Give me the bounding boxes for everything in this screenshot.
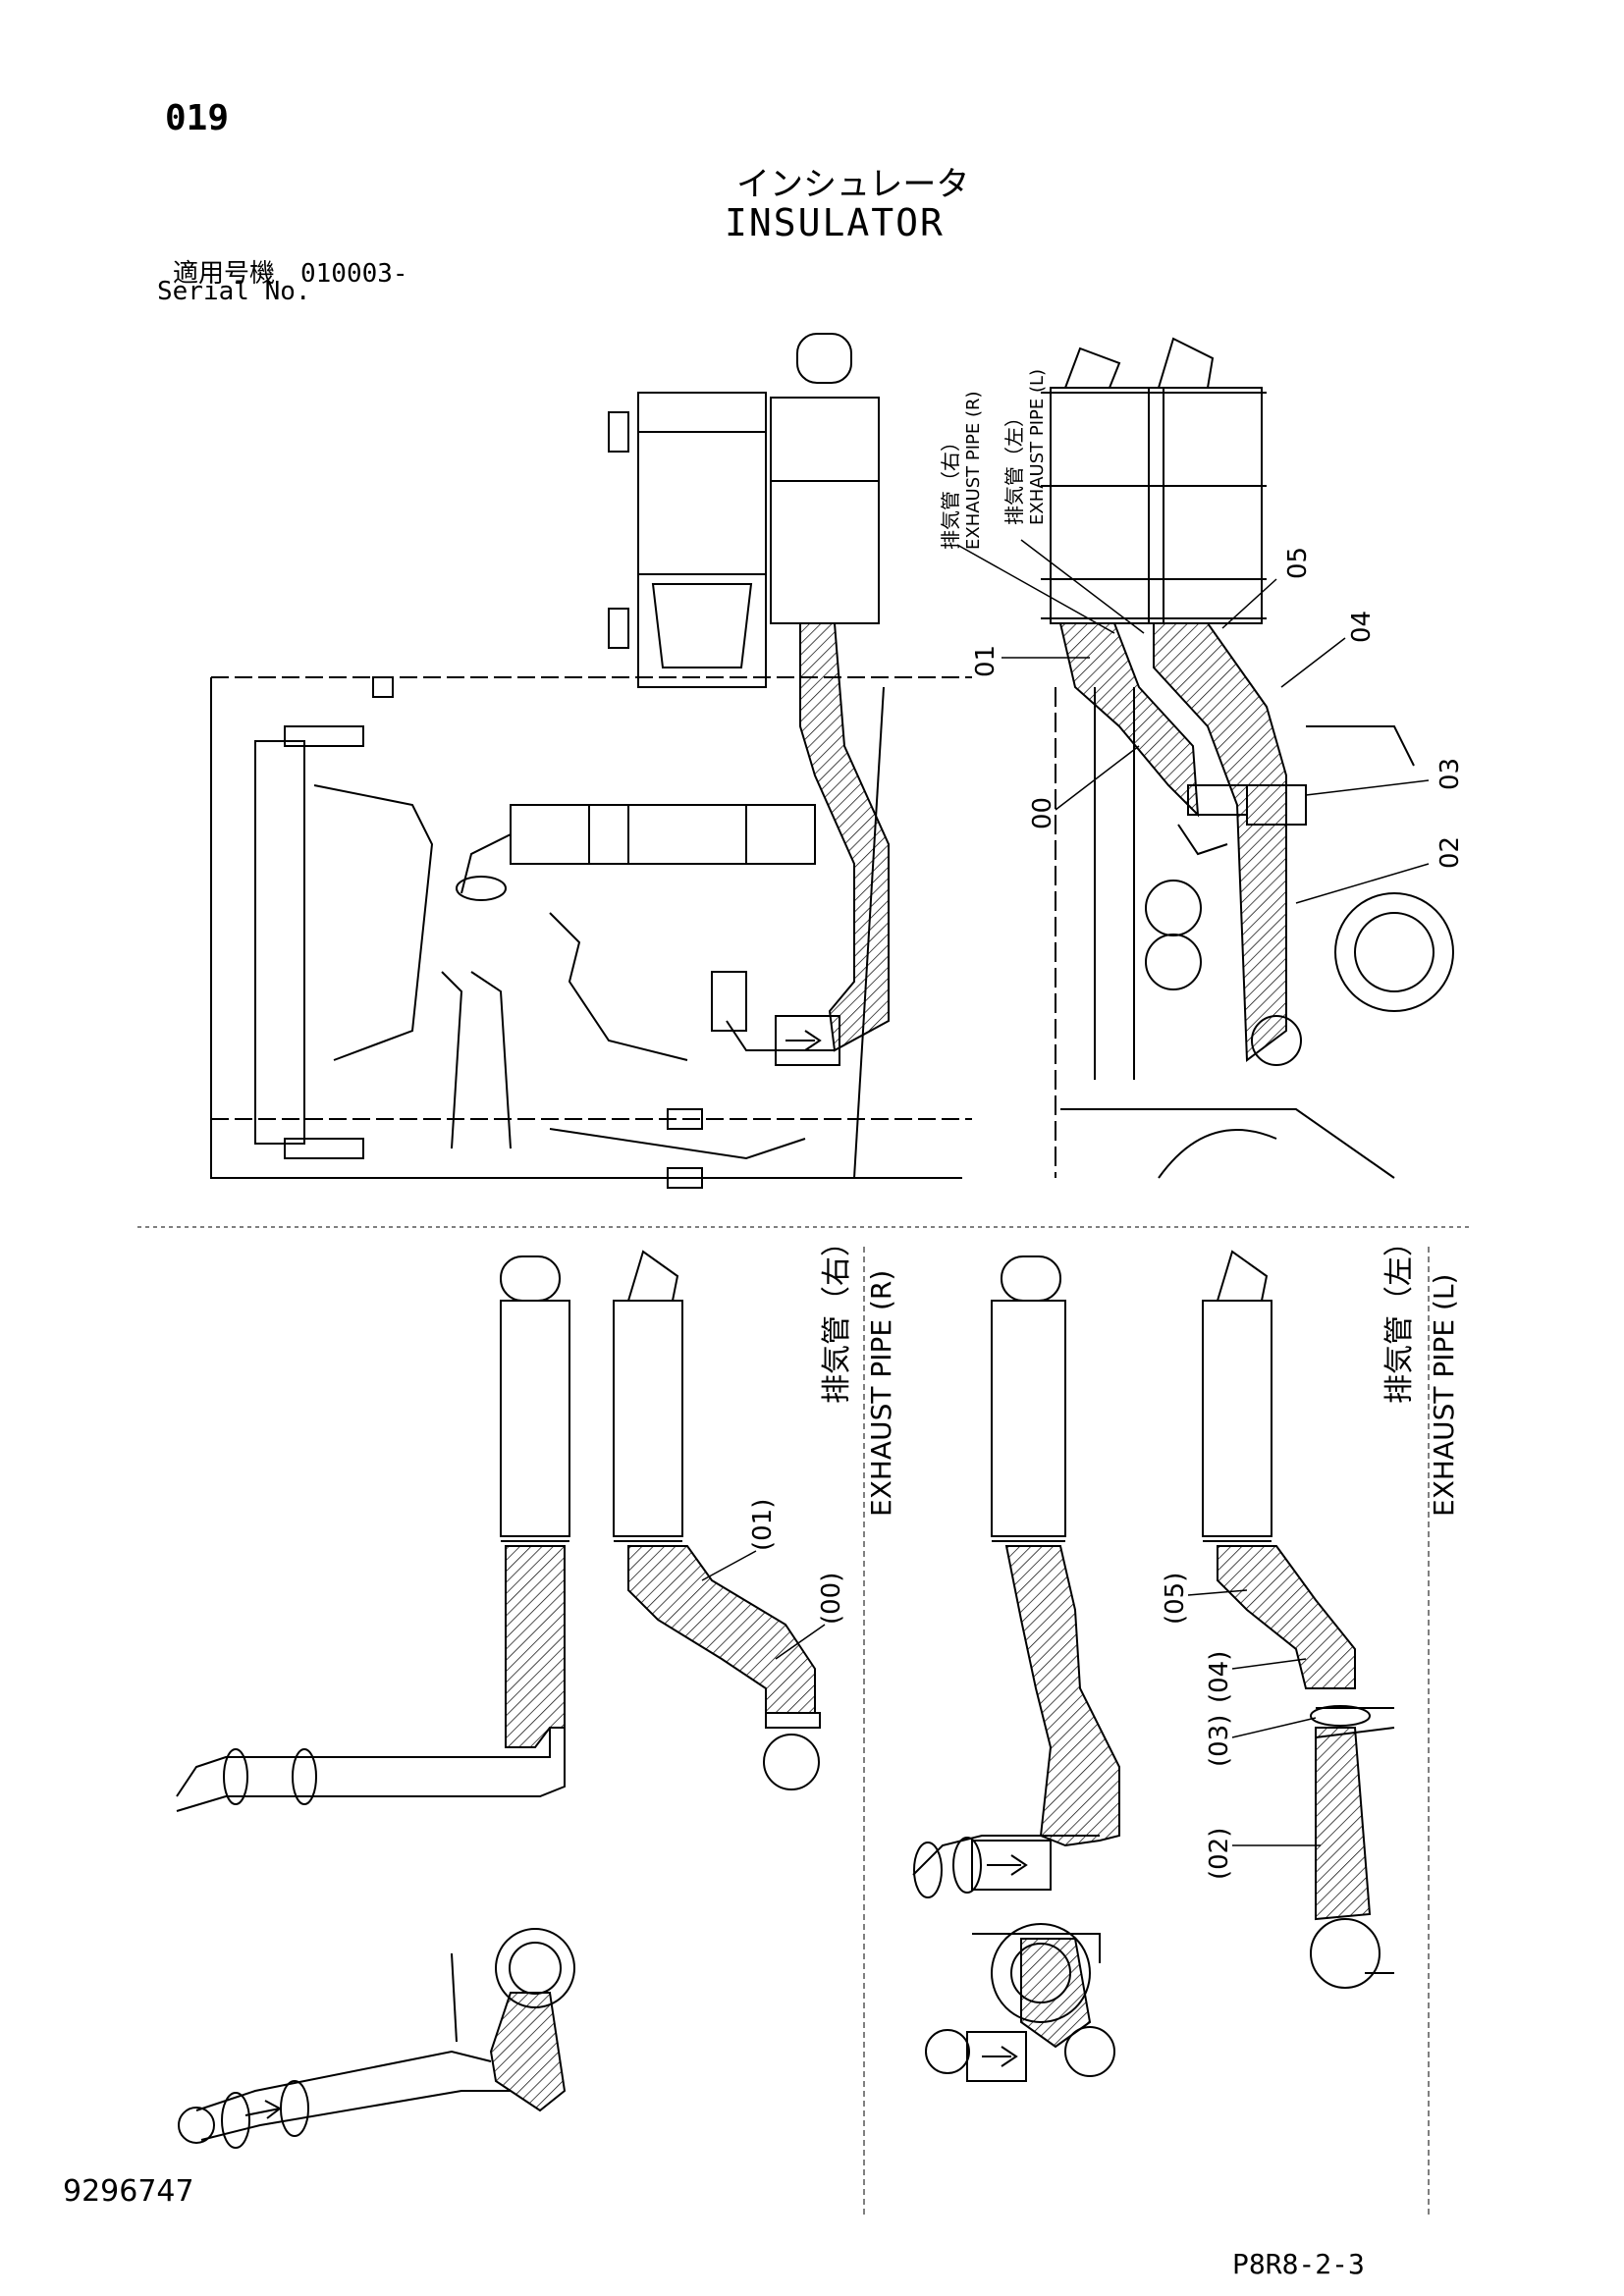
bottom-left-insulator-lower-hatch — [489, 1992, 567, 2112]
callout-paren-03: (03) — [1205, 1715, 1234, 1767]
callout-paren-05: (05) — [1161, 1573, 1190, 1625]
top-exhaust-r-label-jp: 排気管（右） — [939, 432, 962, 550]
callout-paren-04: (04) — [1205, 1651, 1234, 1703]
bottom-left-callouts: (01) (00) — [748, 1499, 846, 1625]
top-left-assembly-view — [210, 333, 972, 1189]
callout-00: 00 — [1028, 797, 1057, 829]
bottom-right-clamp-03 — [1310, 1705, 1371, 1727]
bottom-right-label-en: EXHAUST PIPE (L) — [1428, 1274, 1460, 1517]
bottom-left-insulator-straight-hatch — [505, 1545, 566, 1748]
callout-paren-00: (00) — [817, 1573, 846, 1625]
bottom-left-label-jp: 排気管（右） — [820, 1227, 854, 1404]
bottom-right-callouts: (05) (04) (03) (02) — [1161, 1573, 1234, 1880]
callout-paren-01: (01) — [748, 1499, 778, 1551]
bottom-right-insulator-l-hatch — [1004, 1545, 1120, 1847]
top-exhaust-l-label-en: EXHAUST PIPE (L) — [1027, 369, 1048, 525]
top-right-insulator-hatch-r — [1058, 622, 1200, 818]
page-code: P8R8-2-3 — [1232, 2248, 1365, 2280]
callout-03: 03 — [1435, 758, 1465, 790]
top-exhaust-l-label: 排気管（左） EXHAUST PIPE (L) — [1002, 369, 1048, 525]
bottom-left-label-en: EXHAUST PIPE (R) — [865, 1270, 897, 1517]
title-english: INSULATOR — [725, 201, 945, 244]
bottom-left-insulator-bend-hatch — [627, 1545, 816, 1714]
callout-01: 01 — [971, 645, 1001, 677]
top-right-insulator-hatch-l — [1153, 622, 1287, 1062]
bottom-right-label: 排気管（左） EXHAUST PIPE (L) — [1382, 1227, 1460, 1517]
title-japanese: インシュレータ — [736, 165, 970, 204]
top-exhaust-r-label-en: EXHAUST PIPE (R) — [963, 391, 984, 550]
callout-04: 04 — [1347, 611, 1377, 643]
top-exhaust-r-label: 排気管（右） EXHAUST PIPE (R) — [939, 391, 984, 550]
top-exhaust-l-label-jp: 排気管（左） — [1002, 407, 1026, 525]
top-left-insulator-hatch — [799, 622, 890, 1052]
serial-label-english: Serial No. — [157, 277, 311, 306]
bottom-left-exhaust-r-view — [176, 1250, 821, 2149]
serial-label-japanese: 適用号機 010003- — [173, 259, 408, 289]
bottom-right-insulator-lower-hatch — [1020, 1938, 1092, 2049]
callout-paren-02: (02) — [1205, 1828, 1234, 1880]
page-number: 019 — [165, 98, 230, 138]
bottom-right-label-jp: 排気管（左） — [1382, 1227, 1417, 1404]
callout-05: 05 — [1283, 547, 1313, 579]
part-number: 9296747 — [63, 2174, 194, 2209]
bottom-left-label: 排気管（右） EXHAUST PIPE (R) — [820, 1227, 897, 1517]
bottom-right-insulator-02-hatch — [1315, 1727, 1372, 1921]
callout-02: 02 — [1435, 836, 1465, 869]
top-callouts: 01 00 05 04 03 02 — [971, 547, 1465, 869]
bottom-right-insulator-05-hatch — [1217, 1545, 1356, 1689]
